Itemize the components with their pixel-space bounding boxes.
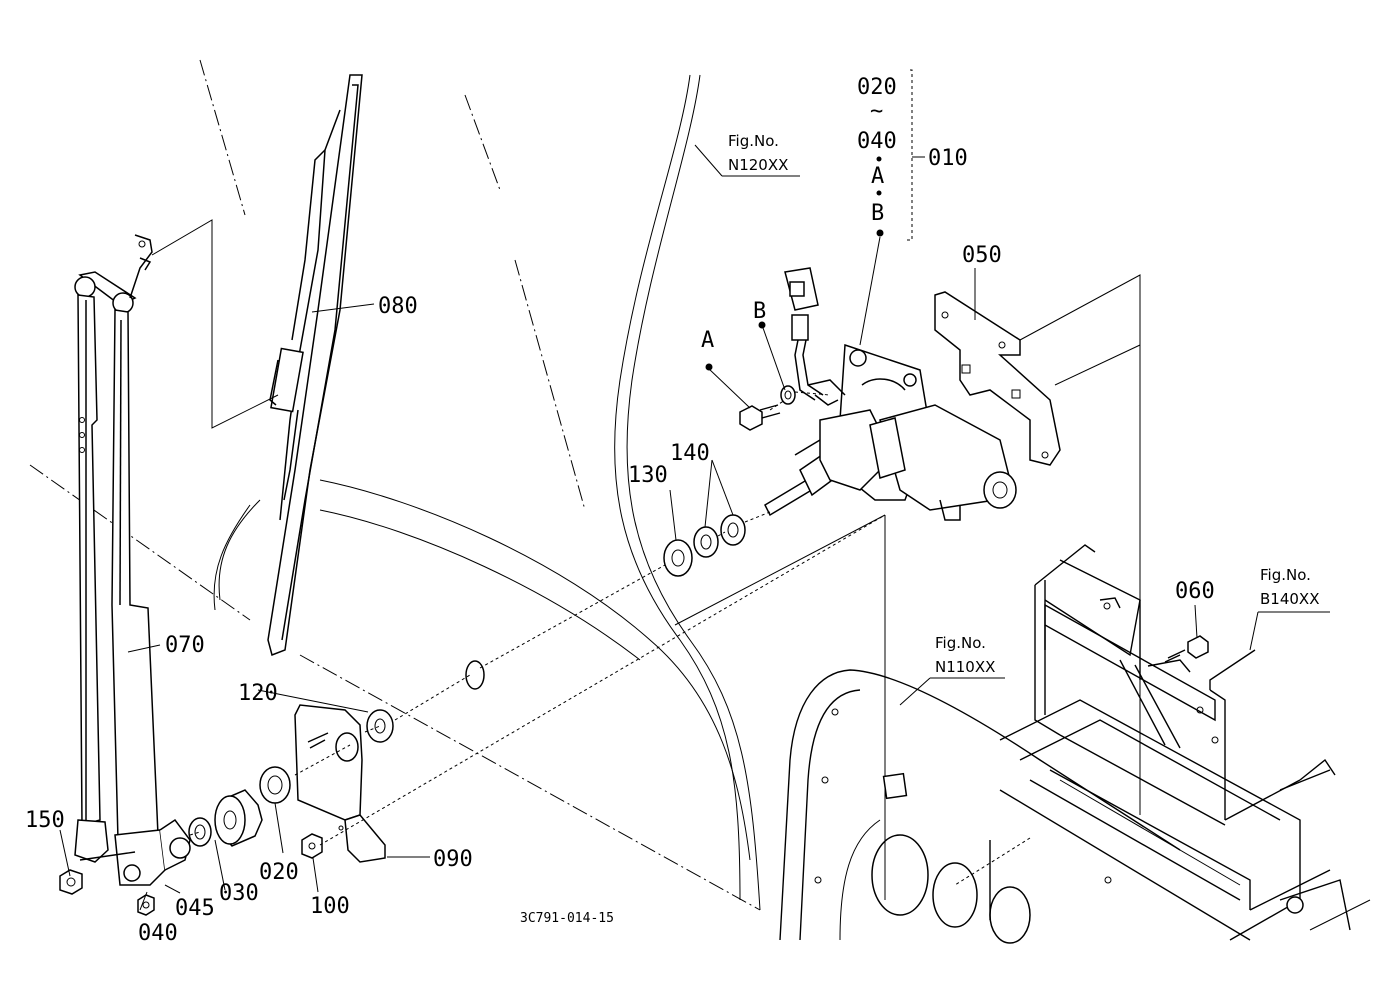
label-050: 050 [962,243,1002,268]
label-020: 020 [259,860,299,885]
label-080: 080 [378,294,418,319]
marker-dot-A-screw [705,363,713,371]
label-070: 070 [165,633,205,658]
fig-ref-n120-title: Fig.No. [728,132,779,150]
label-150: 150 [25,808,65,833]
fig-ref-n110-code: N110XX [935,658,995,676]
label-B: B [753,299,766,324]
marker-dot-A [876,190,882,196]
marker-dot-040 [876,156,882,162]
nut-150 [59,869,83,895]
cab-outline [29,59,886,911]
nut-020 [259,766,291,804]
wiper-arm [74,234,191,886]
fig-ref-b140-code: B140XX [1260,590,1319,608]
drawing-code: 3C791-014-15 [520,911,614,926]
label-030: 030 [219,881,259,906]
label-060: 060 [1175,579,1215,604]
mounting-bracket [1034,544,1336,826]
label-040: 040 [138,921,178,946]
part-labels: 020 ~ 040 A B 010 050 060 070 080 090 10… [25,75,1215,946]
assembly-paths [189,391,1031,886]
marker-dot-stack [876,229,884,237]
label-100: 100 [310,894,350,919]
mounting-plate-050 [934,291,1061,466]
label-040-top: 040 [857,129,897,154]
bolt-060 [1164,635,1209,663]
label-140: 140 [670,441,710,466]
fig-ref-n120-code: N120XX [728,156,788,174]
nut-040 [137,894,155,916]
washers-140 [693,514,746,558]
grommet-130 [663,539,693,577]
screw-A [739,404,781,431]
glass-hole [465,660,485,690]
marker-dot-B-washer [758,321,766,329]
label-B-stack: B [871,201,884,226]
washer-B [780,385,796,405]
fig-ref-n110-title: Fig.No. [935,634,986,652]
figure-references: Fig.No. N120XX Fig.No. N110XX Fig.No. B1… [728,132,1319,676]
cab-panel [779,669,1371,944]
fig-ref-b140-title: Fig.No. [1260,566,1311,584]
label-A-stack: A [871,164,884,189]
label-A: A [701,328,714,353]
label-010: 010 [928,146,968,171]
washer-120 [366,709,394,743]
label-045: 045 [175,896,215,921]
wiper-blade [267,74,363,656]
bushing-030 [214,789,263,847]
label-130: 130 [628,463,668,488]
label-tilde: ~ [870,99,883,124]
label-090: 090 [433,847,473,872]
leader-lines [59,69,1330,911]
label-120: 120 [238,681,278,706]
washer-045 [188,817,212,847]
bolt-100 [301,833,323,859]
wiper-motor-assembly [764,267,1017,521]
bracket-plate-090 [294,704,386,863]
label-020-top: 020 [857,75,897,100]
